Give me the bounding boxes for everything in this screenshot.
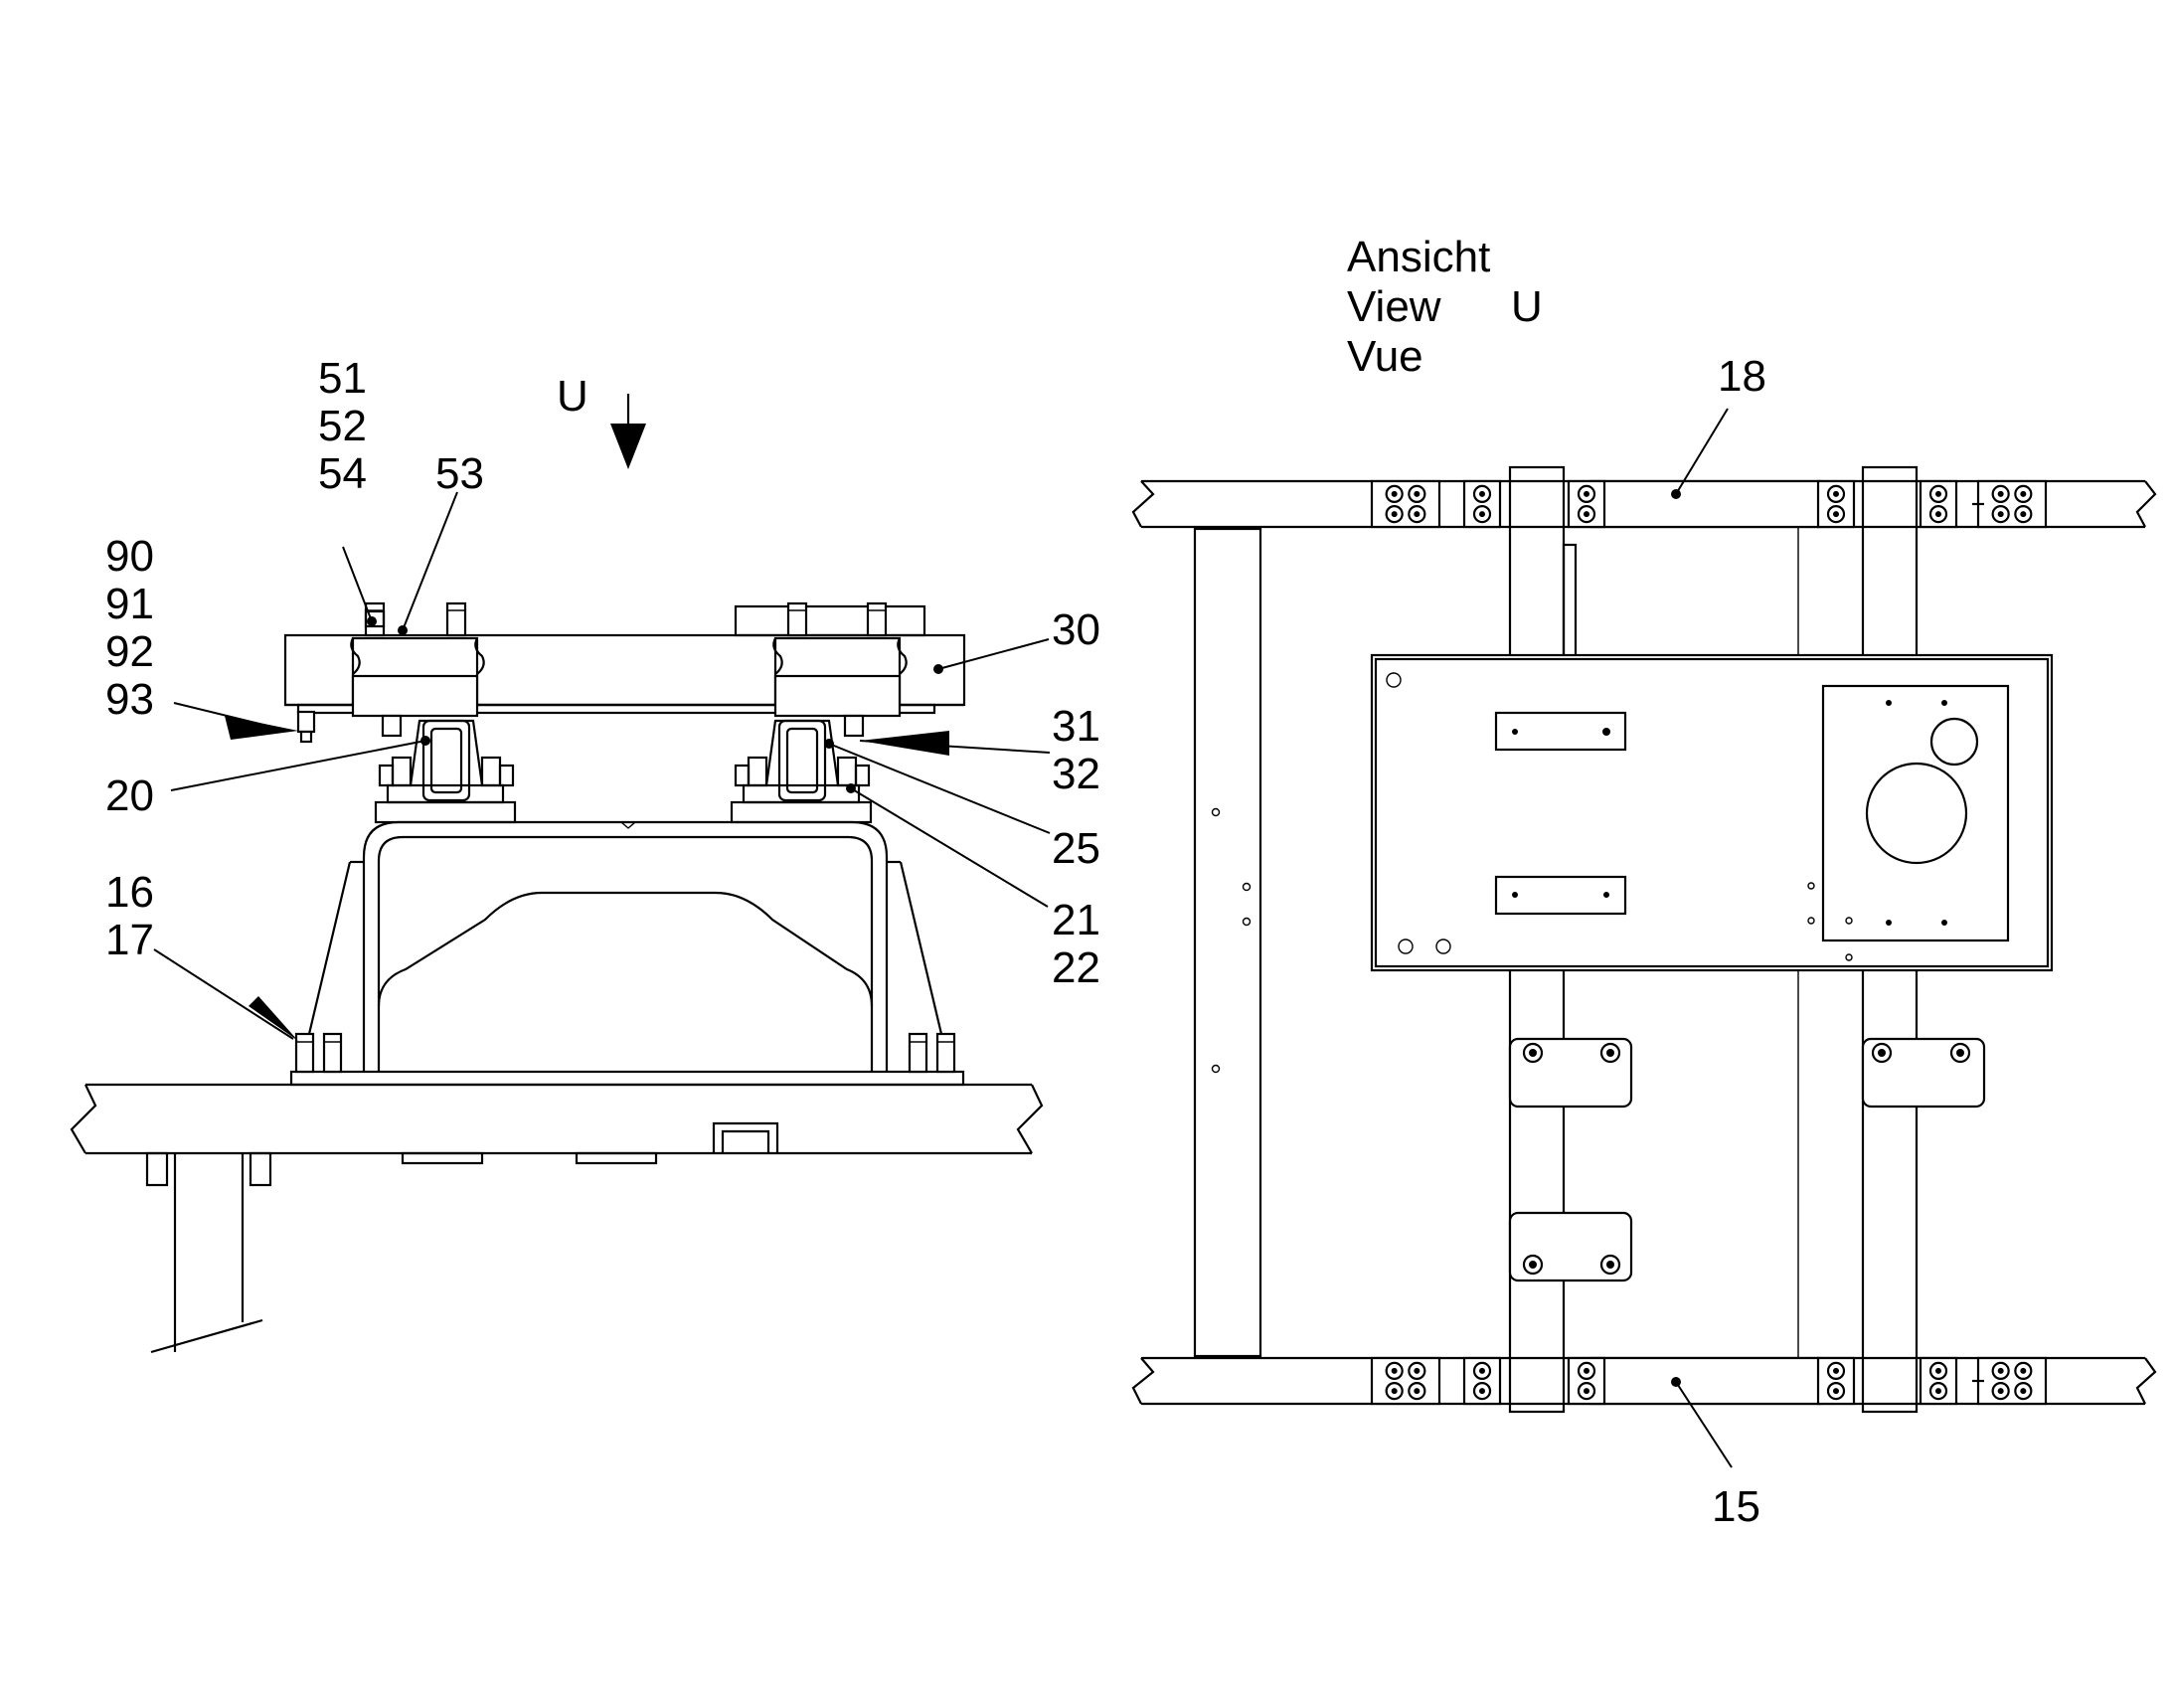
view-arrow: U [557, 372, 646, 469]
callout-15: 15 [1712, 1482, 1760, 1531]
pedestal-bracket [289, 820, 965, 1087]
callout-93: 93 [105, 675, 154, 724]
callout-17: 17 [105, 916, 154, 964]
view-arrow-label: U [557, 372, 588, 421]
callout-54: 54 [318, 449, 367, 498]
rail-clamps [1370, 479, 2048, 1406]
side-view: U 51 52 54 53 [70, 354, 1100, 1354]
callout-51: 51 [318, 354, 367, 403]
callout-25: 25 [1052, 824, 1100, 873]
callout-20: 20 [105, 771, 154, 820]
callout-52: 52 [318, 402, 367, 450]
side-view-leaders [153, 491, 1051, 1041]
callout-18: 18 [1718, 352, 1766, 401]
callout-31: 31 [1052, 702, 1100, 751]
upper-plate [283, 601, 966, 744]
left-strip [1193, 527, 1262, 1358]
side-view-callouts: 51 52 54 53 90 91 92 93 20 16 17 30 31 3… [105, 354, 1100, 992]
callout-90: 90 [105, 532, 154, 581]
left-mount [374, 719, 517, 824]
support-column [145, 1151, 272, 1354]
callout-16: 16 [105, 868, 154, 917]
view-title-en: View [1347, 282, 1441, 331]
view-title-fr: Vue [1347, 332, 1423, 381]
view-title-de: Ansicht [1347, 233, 1490, 281]
callout-30: 30 [1052, 605, 1100, 654]
callout-91: 91 [105, 580, 154, 628]
base-beam [70, 1083, 1044, 1165]
callout-92: 92 [105, 627, 154, 676]
view-title-letter: U [1511, 282, 1543, 331]
side-brackets [1508, 1037, 1986, 1282]
callout-32: 32 [1052, 750, 1100, 798]
view-u-leaders: 18 15 [1671, 352, 1766, 1531]
callout-53: 53 [435, 449, 484, 498]
center-plate [1370, 653, 2054, 972]
view-u: Ansicht View U Vue [1131, 233, 2157, 1531]
callout-21: 21 [1052, 896, 1100, 944]
callout-22: 22 [1052, 943, 1100, 992]
foot-bolts [294, 1032, 956, 1074]
